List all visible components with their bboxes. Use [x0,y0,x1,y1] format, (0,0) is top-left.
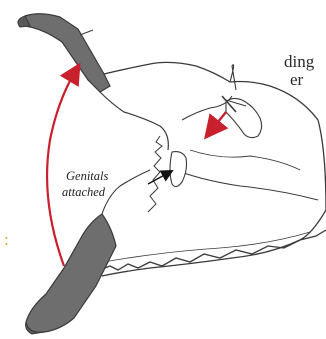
belly-line [100,92,168,150]
top-fragment-2: er [290,70,303,90]
knife-in-hand-icon [222,96,262,138]
genitals-shape [170,152,187,187]
lower-front-leg [26,214,116,332]
back-line [170,168,318,200]
bottom-fragment: : [4,230,9,250]
genitals-label-line-1: Genitals [66,168,108,184]
genitals-label-line-2: attached [62,184,105,200]
fur-edge-bottom [100,230,326,270]
top-fragment-1: ding [284,52,314,72]
upper-hind-leg [21,14,110,92]
fur-edge-left [148,136,162,212]
red-cut-arrow [210,112,226,132]
upper-leg-joint-line [80,30,93,35]
inner-back-curve [190,150,300,170]
tail-base [230,65,236,90]
lower-leg-upper-contour [102,170,150,214]
